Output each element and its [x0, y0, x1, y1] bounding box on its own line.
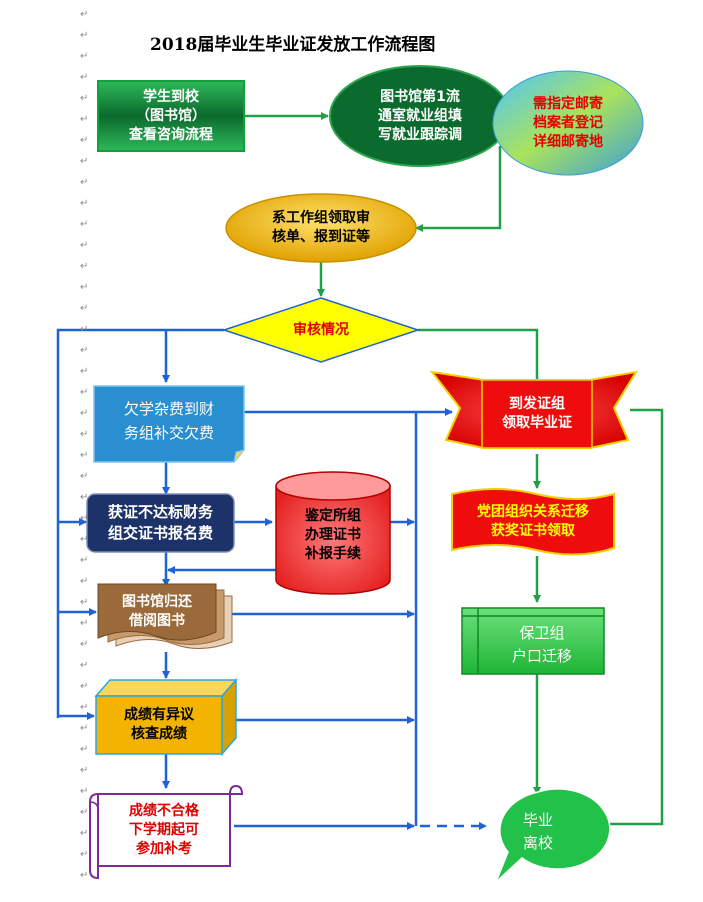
return-books-label: 图书馆归还 借阅图书: [122, 594, 192, 629]
mail-register-ellipse: [492, 70, 644, 176]
connectors: [56, 112, 664, 830]
page-title: 2018届毕业生毕业证发放工作流程图: [150, 35, 436, 55]
fail-retake-label: 成绩不合格 下学期起可 参加补考: [129, 802, 199, 857]
return-books-docstack: [97, 583, 233, 649]
paragraph-mark: ↵: [80, 303, 89, 314]
paragraph-mark: ↵: [80, 408, 89, 419]
fail-retake-scroll: [89, 784, 244, 880]
paragraph-mark: ↵: [80, 429, 89, 440]
paragraph-mark: ↵: [80, 723, 89, 734]
paragraph-mark: ↵: [80, 219, 89, 230]
paragraph-mark: ↵: [80, 156, 89, 167]
paragraph-mark: ↵: [80, 345, 89, 356]
paragraph-mark: ↵: [80, 93, 89, 104]
paragraph-mark: ↵: [80, 870, 89, 881]
party-transfer-label: 党团组织关系迁移 获奖证书领取: [477, 504, 589, 539]
paragraph-mark: ↵: [80, 597, 89, 608]
dept-collect-ellipse: [225, 193, 417, 263]
arrow-review-to-left-bus: [56, 328, 224, 718]
paragraph-mark: ↵: [80, 492, 89, 503]
mail-register-label: 需指定邮寄 档案者登记 详细邮寄地: [533, 95, 603, 150]
arrow-bypass-to-graduate: [589, 408, 664, 828]
paragraph-mark: ↵: [80, 765, 89, 776]
paragraph-mark: ↵: [80, 681, 89, 692]
paragraph-mark: ↵: [80, 177, 89, 188]
appraisal-label: 鉴定所组 办理证书 补报手续: [305, 507, 361, 562]
paragraph-mark: ↵: [80, 849, 89, 860]
paragraph-mark: ↵: [80, 618, 89, 629]
paragraph-mark: ↵: [80, 135, 89, 146]
paragraph-mark: ↵: [80, 282, 89, 293]
paragraph-mark: ↵: [80, 240, 89, 251]
cert-fee-label: 获证不达标财务 组交证书报名费: [107, 503, 213, 542]
review-status-label: 审核情况: [293, 321, 349, 338]
owe-fees-label: 欠学杂费到财 务组补交欠费: [123, 400, 214, 442]
paragraph-mark: ↵: [80, 366, 89, 377]
shapes: [86, 65, 644, 883]
paragraph-mark: ↵: [80, 513, 89, 524]
grade-dispute-cube: [94, 678, 238, 756]
paragraph-mark: ↵: [80, 30, 89, 41]
paragraph-mark: ↵: [80, 450, 89, 461]
graduate-leave-label: 毕业 离校: [522, 811, 553, 852]
paragraph-mark: ↵: [80, 702, 89, 713]
cert-fee-box: [86, 493, 235, 553]
paragraph-mark: ↵: [80, 660, 89, 671]
paragraph-mark: ↵: [80, 387, 89, 398]
paragraph-mark: ↵: [80, 807, 89, 818]
paragraph-mark: ↵: [80, 261, 89, 272]
paragraph-mark: ↵: [80, 828, 89, 839]
security-hukou-box: [461, 607, 605, 675]
paragraph-mark: ↵: [80, 324, 89, 335]
paragraph-mark: ↵: [80, 114, 89, 125]
student-arrive-label: 学生到校 （图书馆） 查看咨询流程: [129, 88, 213, 143]
grade-dispute-label: 成绩有异议 核查成绩: [124, 707, 194, 742]
paragraph-mark: ↵: [80, 786, 89, 797]
paragraph-mark: ↵: [80, 51, 89, 62]
arrow-library-to-dept: [415, 146, 502, 232]
paragraph-mark: ↵: [80, 9, 89, 20]
student-arrive-box: [97, 80, 245, 152]
dept-collect-label: 系工作组领取审 核单、报到证等: [272, 210, 370, 245]
graduate-leave-callout: [495, 788, 611, 883]
security-hukou-label: 保卫组 户口迁移: [511, 624, 572, 665]
paragraph-mark: ↵: [80, 576, 89, 587]
paragraph-mark: ↵: [80, 639, 89, 650]
arrow-review-to-diploma: [418, 328, 541, 389]
appraisal-cylinder: [275, 485, 391, 595]
collect-diploma-label: 到发证组 领取毕业证: [502, 396, 572, 431]
paragraph-mark: ↵: [80, 72, 89, 83]
paragraph-mark: ↵: [80, 534, 89, 545]
paragraph-mark: ↵: [80, 198, 89, 209]
paragraph-mark: ↵: [80, 744, 89, 755]
library-form-label: 图书馆第1流 通室就业组填 写就业跟踪调: [378, 88, 462, 143]
review-diamond: [221, 297, 421, 363]
paragraph-mark: ↵: [80, 555, 89, 566]
party-transfer-banner: [451, 488, 615, 556]
paragraph-mark: ↵: [80, 471, 89, 482]
